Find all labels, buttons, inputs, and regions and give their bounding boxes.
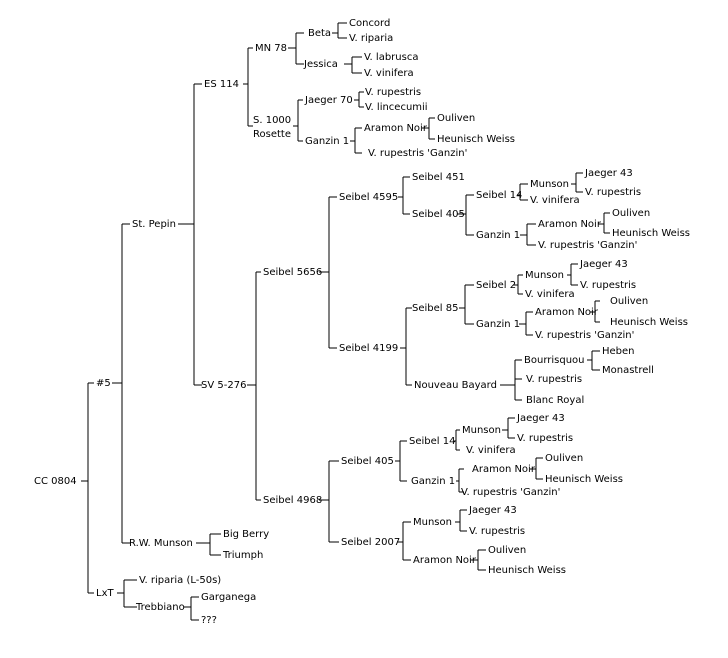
tree-node: Big Berry bbox=[223, 529, 269, 540]
tree-node: Monastrell bbox=[602, 365, 654, 376]
tree-node: Seibel 405 bbox=[341, 456, 394, 467]
tree-node: V. rupestris bbox=[526, 374, 582, 385]
tree-node: Seibel 4968 bbox=[263, 495, 322, 506]
tree-node: Ouliven bbox=[488, 545, 526, 556]
tree-node: Munson bbox=[413, 517, 452, 528]
tree-node: Aramon Noir bbox=[472, 464, 536, 475]
tree-node: MN 78 bbox=[255, 43, 287, 54]
tree-node: V. labrusca bbox=[364, 52, 418, 63]
tree-node: Seibel 451 bbox=[412, 172, 465, 183]
tree-node: St. Pepin bbox=[132, 219, 176, 230]
tree-node: Jaeger 43 bbox=[516, 413, 565, 424]
tree-node: Ouliven bbox=[437, 113, 475, 124]
tree-node: Munson bbox=[462, 425, 501, 436]
tree-node: Seibel 405 bbox=[412, 209, 465, 220]
tree-node: V. rupestris bbox=[580, 280, 636, 291]
tree-node: Heunisch Weiss bbox=[488, 565, 566, 576]
tree-node: V. rupestris bbox=[365, 87, 421, 98]
tree-node: Seibel 14 bbox=[409, 436, 455, 447]
tree-node: Seibel 14 bbox=[476, 190, 522, 201]
tree-node: LxT bbox=[96, 588, 114, 599]
tree-node: Ouliven bbox=[545, 453, 583, 464]
tree-node: Concord bbox=[349, 18, 390, 29]
tree-node: Jaeger 43 bbox=[584, 168, 633, 179]
tree-node: V. rupestris 'Ganzin' bbox=[535, 330, 634, 341]
tree-node: V. rupestris 'Ganzin' bbox=[461, 487, 560, 498]
tree-node-labels: CC 0804 #5 St. Pepin ES 114 MN 78 Beta C… bbox=[34, 18, 690, 626]
tree-node: Jaeger 43 bbox=[468, 505, 517, 516]
tree-node: Aramon Noir bbox=[413, 555, 477, 566]
tree-node: Heunisch Weiss bbox=[545, 474, 623, 485]
tree-node: Jessica bbox=[303, 59, 338, 70]
tree-node-root: CC 0804 bbox=[34, 476, 77, 487]
tree-node: V. rupestris 'Ganzin' bbox=[368, 148, 467, 159]
tree-node: Jaeger 70 bbox=[304, 95, 353, 106]
tree-node: V. vinifera bbox=[364, 68, 414, 79]
tree-node: Ganzin 1 bbox=[476, 230, 520, 241]
tree-node: V. vinifera bbox=[525, 289, 575, 300]
tree-node: V. riparia bbox=[349, 33, 393, 44]
tree-node: V. rupestris bbox=[517, 433, 573, 444]
tree-node: Aramon Noir bbox=[535, 307, 599, 318]
tree-node: V. rupestris bbox=[585, 187, 641, 198]
tree-node: V. rupestris bbox=[469, 526, 525, 537]
tree-node: Seibel 2007 bbox=[341, 537, 400, 548]
tree-node: Beta bbox=[308, 28, 331, 39]
tree-node: Heben bbox=[602, 346, 635, 357]
tree-node: Seibel 4595 bbox=[339, 192, 398, 203]
tree-node: V. vinifera bbox=[530, 195, 580, 206]
tree-node: Heunisch Weiss bbox=[610, 317, 688, 328]
tree-node: Trebbiano bbox=[135, 602, 185, 613]
tree-node: Munson bbox=[525, 270, 564, 281]
tree-node: Bourrisquou bbox=[524, 355, 585, 366]
tree-node: Seibel 4199 bbox=[339, 343, 398, 354]
tree-node: #5 bbox=[96, 378, 111, 389]
tree-node: Heunisch Weiss bbox=[437, 134, 515, 145]
tree-node: ??? bbox=[201, 615, 217, 626]
tree-node: Aramon Noir bbox=[538, 219, 602, 230]
tree-node: Seibel 2 bbox=[476, 280, 516, 291]
tree-node: Jaeger 43 bbox=[579, 259, 628, 270]
tree-node: S. 1000 Rosette bbox=[253, 115, 294, 140]
tree-node: Blanc Royal bbox=[526, 395, 584, 406]
tree-node: V. riparia (L-50s) bbox=[139, 575, 221, 586]
tree-node: Ouliven bbox=[610, 296, 648, 307]
tree-node: Heunisch Weiss bbox=[612, 228, 690, 239]
tree-node: Munson bbox=[530, 179, 569, 190]
tree-node: ES 114 bbox=[204, 79, 239, 90]
tree-node: Garganega bbox=[201, 592, 256, 603]
tree-node: Ganzin 1 bbox=[476, 319, 520, 330]
tree-node: Aramon Noir bbox=[364, 123, 428, 134]
tree-node: Nouveau Bayard bbox=[414, 380, 497, 391]
tree-node: V. vinifera bbox=[466, 445, 516, 456]
tree-node: SV 5-276 bbox=[201, 380, 246, 391]
tree-node: Ouliven bbox=[612, 208, 650, 219]
tree-node: Ganzin 1 bbox=[411, 476, 455, 487]
tree-connector-lines bbox=[81, 22, 610, 621]
tree-node: Ganzin 1 bbox=[305, 136, 349, 147]
tree-node: R.W. Munson bbox=[129, 538, 193, 549]
tree-node: Triumph bbox=[222, 550, 263, 561]
tree-node-label-line: S. 1000 bbox=[253, 115, 291, 126]
tree-node: V. rupestris 'Ganzin' bbox=[538, 240, 637, 251]
tree-node: Seibel 5656 bbox=[263, 267, 322, 278]
tree-node: V. lincecumii bbox=[365, 102, 428, 113]
tree-node-label-line: Rosette bbox=[253, 129, 291, 140]
tree-node: Seibel 85 bbox=[412, 303, 458, 314]
